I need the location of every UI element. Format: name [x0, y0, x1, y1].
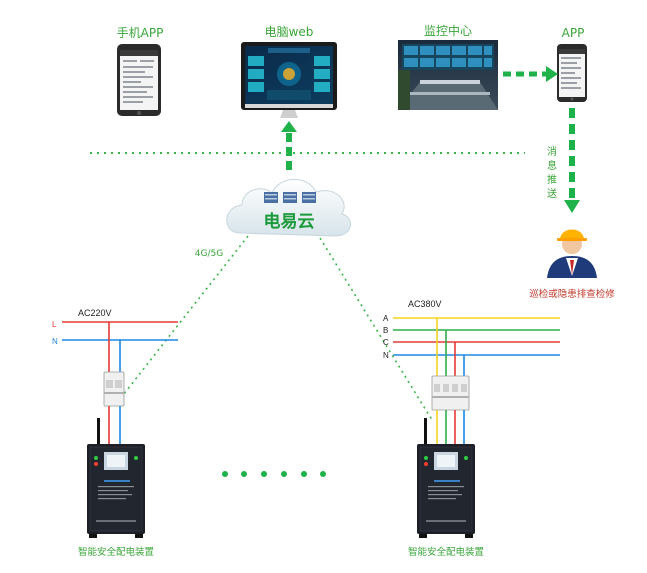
cloud-icon: 电易云: [226, 178, 351, 237]
svg-text:息: 息: [547, 159, 557, 172]
worker-label: 巡检或隐患排查检修: [529, 288, 615, 300]
cloud-to-web-arrow: [281, 121, 297, 170]
right-device-cabinet: [417, 418, 475, 538]
svg-text:消: 消: [547, 145, 557, 158]
mobile-app-label: 手机APP: [117, 26, 164, 40]
svg-text:推: 推: [547, 173, 557, 186]
wireless-link-right: [319, 237, 433, 421]
app-label: APP: [562, 26, 585, 40]
more-devices-dots: [222, 471, 326, 477]
mobile-phone-image: [117, 44, 161, 116]
left-device-label: 智能安全配电装置: [78, 546, 154, 558]
wireless-link-left: [115, 235, 249, 405]
worker-icon: [547, 229, 597, 278]
push-message-label: 消 息 推 送: [547, 145, 557, 200]
left-breaker: [103, 371, 125, 407]
phase-label-b: B: [383, 326, 388, 335]
phase-label-n-left: N: [52, 337, 58, 346]
monitor-to-app-arrow: [503, 66, 558, 82]
right-voltage-label: AC380V: [408, 299, 442, 309]
pc-web-label: 电脑web: [265, 25, 314, 39]
pc-monitor-image: [241, 42, 337, 118]
phase-label-l: L: [52, 320, 57, 329]
app-phone-image: [557, 44, 587, 102]
right-breaker: [431, 375, 470, 411]
app-to-worker-arrow: [564, 108, 580, 213]
network-label: 4G/5G: [195, 249, 223, 259]
monitor-center-label: 监控中心: [424, 23, 472, 38]
phase-label-n-right: N: [383, 351, 389, 360]
left-device-cabinet: [87, 418, 145, 538]
right-device-label: 智能安全配电装置: [408, 546, 484, 558]
server-icon: [264, 192, 316, 203]
svg-text:送: 送: [547, 187, 557, 200]
left-voltage-label: AC220V: [78, 308, 112, 318]
phase-label-c: C: [383, 338, 389, 347]
monitoring-center-image: [398, 40, 498, 110]
phase-label-a: A: [383, 314, 389, 323]
cloud-label: 电易云: [264, 211, 315, 232]
